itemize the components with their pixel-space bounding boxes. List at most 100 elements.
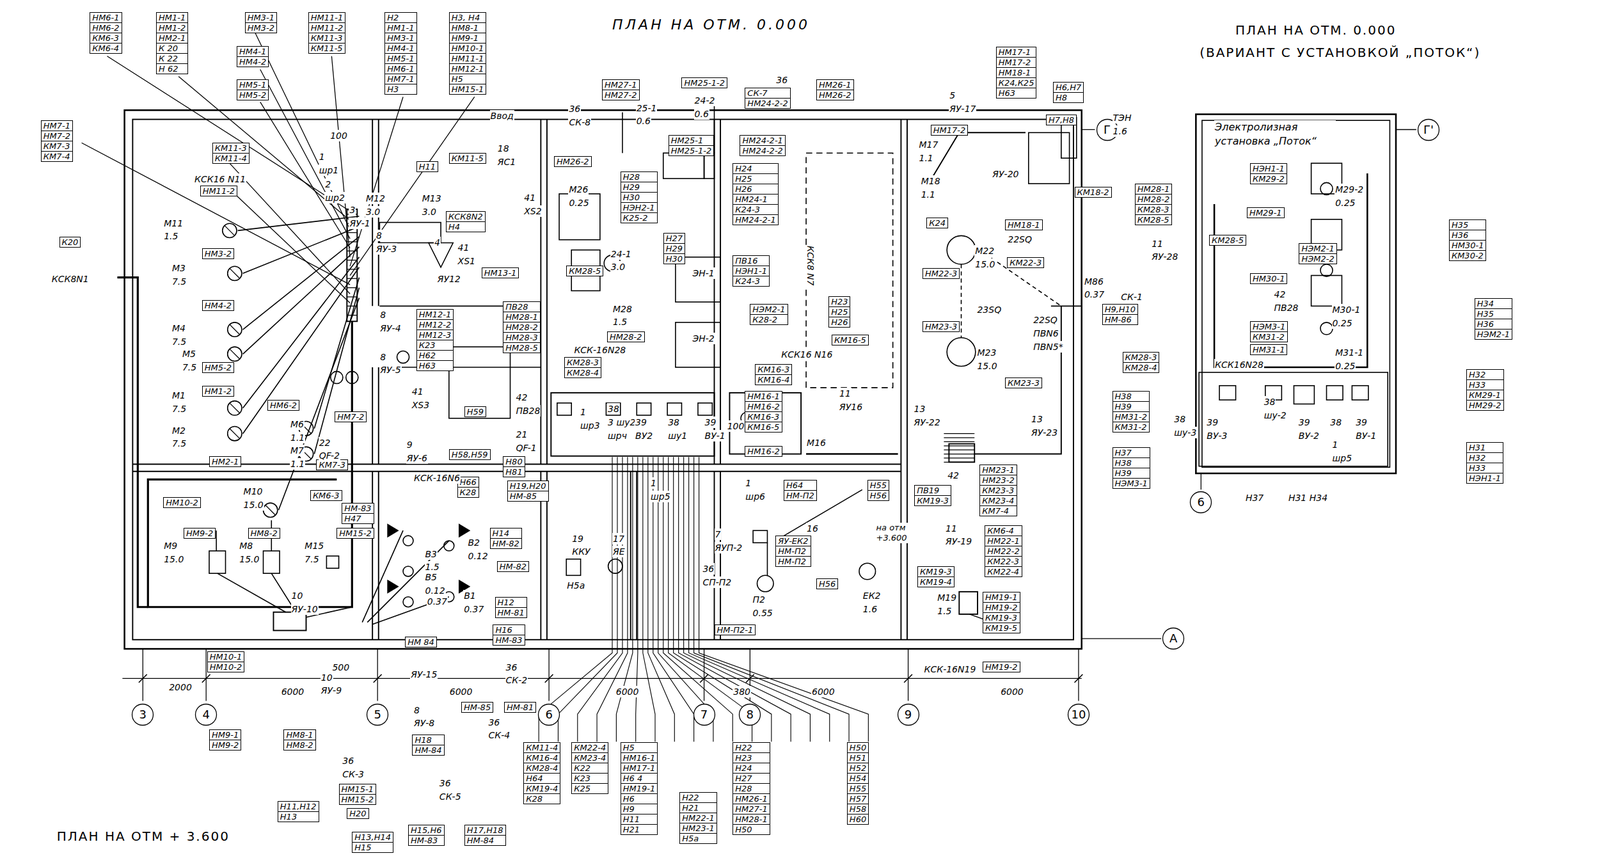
tag-table: НЭМ2-1К28-2 xyxy=(749,303,788,325)
callout-label: 38 xyxy=(1263,396,1277,408)
tag-table: КСК8N2Н4 xyxy=(445,211,486,233)
callout-label: 9 xyxy=(406,438,414,451)
callout-label: КСК-16N19 xyxy=(923,663,977,675)
cable-tag: НМ31-2 xyxy=(1113,411,1150,422)
wire xyxy=(362,530,404,623)
cable-tag: Н5 xyxy=(449,73,487,84)
tag-table: НМ27-1НМ27-2 xyxy=(601,79,640,101)
callout-label: 41 xyxy=(411,385,425,398)
cable-tag: Н51 xyxy=(847,752,869,763)
cable-tag: КМ19-5 xyxy=(983,622,1020,633)
callout-label: 1 xyxy=(649,477,658,489)
cable-tag: Н26 xyxy=(733,183,778,194)
tag-table: НМ3-2 xyxy=(202,248,235,260)
cable-tag: НМ8-2 xyxy=(284,739,315,750)
callout-label: 0.12 xyxy=(467,550,489,562)
cable-tag: Н35 xyxy=(1449,220,1487,230)
callout-label: 38 xyxy=(607,403,620,415)
cable-tag: НМ16-2 xyxy=(745,401,782,412)
cable-tag: НЭН2-1 xyxy=(621,202,658,213)
cable-tag: НМ22-2 xyxy=(985,545,1022,556)
cable-tag: НМ-84 xyxy=(412,744,444,755)
tag-table: НМ9-1НМ9-2 xyxy=(209,729,242,751)
motor-symbol xyxy=(227,401,242,416)
tag-table: НМ18-1 xyxy=(1005,219,1043,231)
cable-tag: НМ28-2 xyxy=(607,332,645,342)
callout-label: 15.0 xyxy=(976,360,998,372)
cable-tag: ПВ16 xyxy=(733,255,769,266)
callout-label: 38 xyxy=(1329,416,1343,428)
cable-tag: НМ2-1 xyxy=(156,32,188,43)
callout-label: Ввод xyxy=(490,110,515,122)
plan-lines xyxy=(81,32,1417,742)
callout-label: QF-2 xyxy=(318,449,341,462)
switchboard xyxy=(550,392,714,457)
cable-tag: НМ26-1 xyxy=(733,793,770,804)
callout-label: 13 xyxy=(913,403,927,415)
callout-label: В1 xyxy=(463,589,477,602)
callout-label: шрч xyxy=(607,429,628,442)
equipment-box xyxy=(263,550,281,574)
tag-table: НМ-81 xyxy=(504,701,537,713)
tag-table: КМ6-4НМ22-1НМ22-2КМ22-3КМ22-4 xyxy=(984,525,1023,578)
cable-tag: Н47 xyxy=(342,513,373,524)
tag-table: КМ23-3 xyxy=(1005,377,1043,389)
callout-label: П2 xyxy=(752,593,766,606)
callout-label: М3 xyxy=(171,262,187,274)
callout-label: 1.6 xyxy=(862,603,878,615)
axis-line xyxy=(1081,638,1162,640)
axis-circle xyxy=(132,703,154,725)
tag-table: НМ26-2 xyxy=(554,156,592,167)
callout-label: шр5 xyxy=(1331,452,1354,464)
cable-tag: НМ28-1 xyxy=(1135,184,1173,194)
cable-tag: НМ5-1 xyxy=(385,53,416,64)
axis-line xyxy=(548,648,549,701)
motor-symbol xyxy=(1320,322,1333,335)
tag-table: Н64НМ-П2 xyxy=(783,479,817,501)
cable-tag: Н57 xyxy=(847,793,869,804)
cable-tag: Н15,Н6 xyxy=(408,825,444,835)
cable-tag: Н55 xyxy=(847,783,869,794)
tag-table: Н17,Н18НМ-84 xyxy=(464,824,507,846)
callout-label: 100 xyxy=(329,129,349,142)
tag-table: НМ15-2 xyxy=(336,527,375,539)
cable-tag: 6 xyxy=(543,708,555,721)
callout-label: ВУ-1 xyxy=(1354,429,1377,442)
callout-label: М26 xyxy=(568,183,589,196)
callout-label: 24-2 xyxy=(694,94,716,107)
motor-symbol xyxy=(946,235,976,265)
cable-tag: НМ16-2 xyxy=(745,446,782,457)
callout-label: 500 xyxy=(331,661,350,674)
cable-tag: НМ24-1 xyxy=(733,193,778,205)
callout-label: ЯЕ xyxy=(612,545,626,558)
tag-table: НМ13-1 xyxy=(481,267,520,279)
callout-label: 100 xyxy=(726,420,746,432)
cable-tag: НМ25-1-2 xyxy=(681,78,727,88)
axis-circle xyxy=(538,703,560,725)
cable-tag: НМ-82 xyxy=(497,561,529,572)
cable-tag: ПВ19 xyxy=(914,485,951,496)
axis-bubble: 5 xyxy=(365,703,389,727)
axis-circle xyxy=(1418,118,1440,141)
callout-label: 39 xyxy=(1205,416,1219,428)
cable-tag: НМ6-2 xyxy=(268,400,299,411)
cable-tag: КМ28-5 xyxy=(566,266,603,276)
motor-symbol xyxy=(403,535,414,546)
cable-tag: НМ24-2-1 xyxy=(740,135,785,146)
valve-symbol xyxy=(459,524,470,537)
cable-tag: КМ23-4 xyxy=(980,495,1017,506)
callout-label: 1.1 xyxy=(289,431,306,444)
tag-table: НМ1-2 xyxy=(202,385,235,397)
motor-symbol xyxy=(946,337,976,367)
cable-tag: К23 xyxy=(571,772,608,784)
cable-tag: НМ3-2 xyxy=(202,248,234,259)
axis-circle xyxy=(195,703,217,725)
tag-table: НМ6-1НМ6-2КМ6-3КМ6-4 xyxy=(89,12,122,54)
callout-label: 6000 xyxy=(615,685,640,698)
cable-tag: НМ30-1 xyxy=(1449,239,1487,251)
cable-tag: НМ7-1 xyxy=(385,73,416,84)
annex-wall xyxy=(1195,114,1396,474)
cable-tag: КМ28-5 xyxy=(1209,235,1246,246)
cable-tag: НЭМ2-1 xyxy=(750,304,787,315)
callout-label: ЯУ12 xyxy=(436,273,462,285)
